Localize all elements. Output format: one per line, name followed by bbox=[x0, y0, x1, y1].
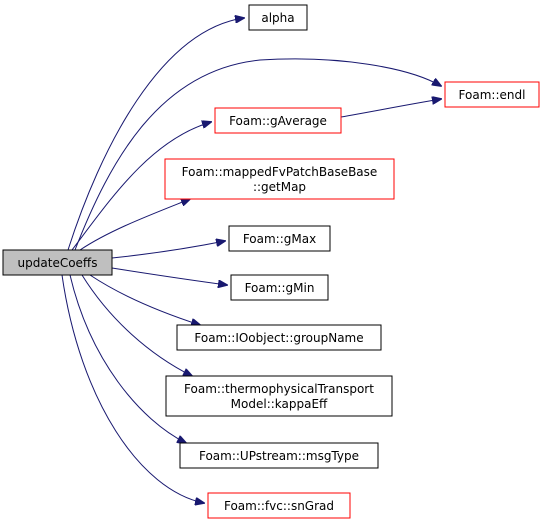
edge-root-sngrad bbox=[61, 274, 204, 503]
edge-root-gaverage bbox=[71, 122, 211, 251]
node-root: updateCoeffs bbox=[2, 249, 113, 276]
node-getmap[interactable]: Foam::mappedFvPatchBaseBase::getMap bbox=[164, 158, 395, 200]
node-endl[interactable]: Foam::endl bbox=[444, 81, 540, 108]
nodes-layer: updateCoeffs alphaFoam::endlFoam::gAverag… bbox=[2, 4, 540, 519]
node-label-getmap-1: ::getMap bbox=[253, 180, 306, 194]
node-label-msgtype: Foam::UPstream::msgType bbox=[199, 449, 359, 463]
edge-root-alpha bbox=[67, 18, 244, 251]
node-box-alpha bbox=[248, 4, 308, 31]
node-box-gmax bbox=[228, 225, 331, 252]
node-label-kappaeff-0: Foam::thermophysicalTransport bbox=[184, 382, 374, 396]
node-label-groupname: Foam::IOobject::groupName bbox=[194, 331, 363, 345]
node-groupname: Foam::IOobject::groupName bbox=[176, 324, 382, 351]
node-msgtype: Foam::UPstream::msgType bbox=[179, 442, 379, 469]
edge-root-groupname bbox=[89, 274, 200, 325]
node-label-gmin: Foam::gMin bbox=[245, 281, 315, 295]
node-box-root bbox=[2, 249, 113, 276]
node-label-root: updateCoeffs bbox=[18, 256, 98, 270]
node-box-gaverage bbox=[214, 107, 342, 134]
node-box-msgtype bbox=[179, 442, 379, 469]
edge-root-msgtype bbox=[69, 274, 186, 443]
edge-root-getmap bbox=[79, 199, 190, 251]
node-box-getmap bbox=[164, 158, 395, 200]
node-box-endl bbox=[444, 81, 540, 108]
node-gmin: Foam::gMin bbox=[230, 274, 329, 301]
node-gaverage[interactable]: Foam::gAverage bbox=[214, 107, 342, 134]
node-box-sngrad bbox=[207, 492, 351, 519]
node-label-sngrad: Foam::fvc::snGrad bbox=[224, 499, 334, 513]
node-label-gmax: Foam::gMax bbox=[243, 232, 316, 246]
node-box-kappaeff bbox=[165, 375, 393, 417]
edge-root-kappaeff bbox=[81, 274, 192, 376]
node-sngrad[interactable]: Foam::fvc::snGrad bbox=[207, 492, 351, 519]
node-label-alpha: alpha bbox=[261, 11, 294, 25]
edges-layer bbox=[61, 18, 441, 503]
node-label-kappaeff-1: Model::kappaEff bbox=[231, 397, 328, 411]
node-label-getmap-0: Foam::mappedFvPatchBaseBase bbox=[182, 165, 378, 179]
node-box-groupname bbox=[176, 324, 382, 351]
node-label-endl: Foam::endl bbox=[459, 88, 526, 102]
node-alpha: alpha bbox=[248, 4, 308, 31]
edge-root-endl bbox=[74, 58, 441, 251]
edge-gaverage-endl bbox=[340, 99, 441, 118]
node-kappaeff: Foam::thermophysicalTransportModel::kapp… bbox=[165, 375, 393, 417]
node-label-gaverage: Foam::gAverage bbox=[229, 114, 327, 128]
node-gmax: Foam::gMax bbox=[228, 225, 331, 252]
edge-root-gmax bbox=[111, 241, 225, 259]
node-box-gmin bbox=[230, 274, 329, 301]
edge-root-gmin bbox=[111, 267, 227, 285]
